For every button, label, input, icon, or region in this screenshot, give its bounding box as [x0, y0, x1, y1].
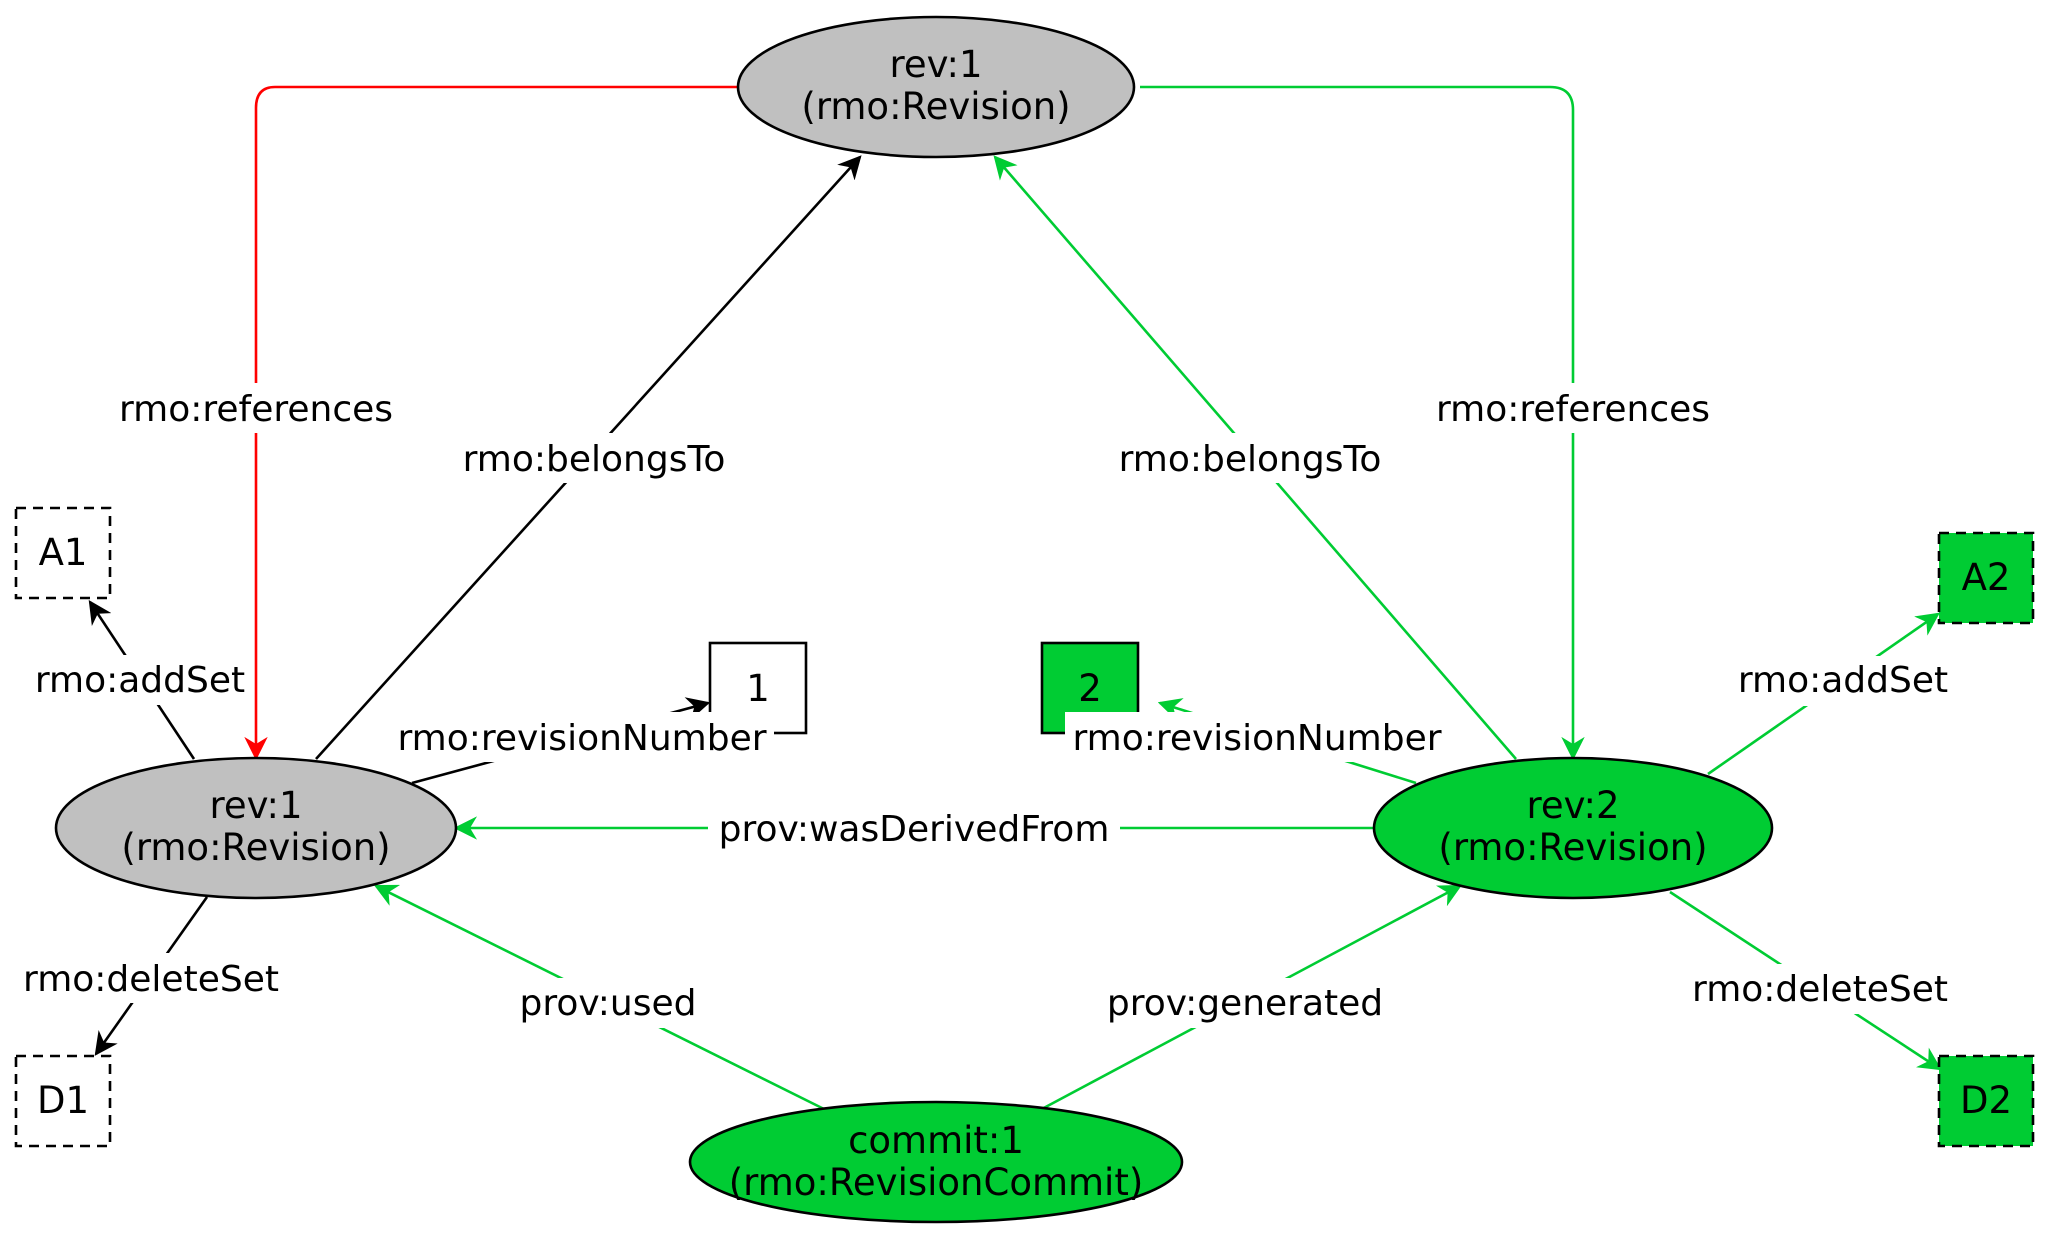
- edge-addset-left: rmo:addSet: [30, 600, 250, 760]
- edge-label-deleteset-right: rmo:deleteSet: [1692, 969, 1948, 1010]
- edge-label-generated: prov:generated: [1107, 983, 1383, 1024]
- edge-label-used: prov:used: [520, 983, 697, 1024]
- node-d2: D2: [1937, 1054, 2035, 1148]
- node-d1: D1: [14, 1054, 112, 1148]
- node-rev1-top-type: (rmo:Revision): [801, 85, 1070, 128]
- node-commit1: commit:1 (rmo:RevisionCommit): [688, 1100, 1184, 1224]
- node-rev1-top-id: rev:1: [889, 43, 982, 86]
- node-literal-2-label: 2: [1078, 667, 1102, 710]
- edge-generated: prov:generated: [1039, 884, 1463, 1112]
- edge-label-addset-right: rmo:addSet: [1738, 660, 1948, 701]
- edge-derived: prov:wasDerivedFrom: [453, 803, 1374, 853]
- edge-label-derived: prov:wasDerivedFrom: [719, 809, 1110, 850]
- edge-label-belongsto-left: rmo:belongsTo: [463, 439, 726, 480]
- node-literal-1-label: 1: [746, 667, 770, 710]
- edge-label-deleteset-left: rmo:deleteSet: [23, 959, 279, 1000]
- node-rev2-type: (rmo:Revision): [1438, 826, 1707, 869]
- edge-label-revnum-left-top: rmo:revisionNumber: [397, 718, 766, 759]
- node-rev1-left-type: (rmo:Revision): [121, 826, 390, 869]
- edge-label-belongsto-right: rmo:belongsTo: [1119, 439, 1382, 480]
- node-rev1-left: rev:1 (rmo:Revision): [54, 756, 458, 900]
- edge-addset-right: rmo:addSet: [1707, 612, 1958, 776]
- node-a1-label: A1: [39, 531, 88, 574]
- edge-label-revnum-right-top: rmo:revisionNumber: [1072, 718, 1441, 759]
- edge-references-right: rmo:references: [1140, 85, 1717, 761]
- node-d2-label: D2: [1960, 1079, 2012, 1122]
- edge-used: prov:used: [373, 884, 827, 1112]
- node-rev1-top: rev:1 (rmo:Revision): [736, 15, 1136, 159]
- node-a2-label: A2: [1962, 556, 2011, 599]
- node-commit1-type: (rmo:RevisionCommit): [729, 1161, 1144, 1204]
- edge-references-left: rmo:references: [112, 85, 740, 761]
- edge-label-references-right: rmo:references: [1436, 389, 1710, 430]
- node-rev1-left-id: rev:1: [209, 784, 302, 827]
- edge-label-addset-left: rmo:addSet: [35, 660, 245, 701]
- node-rev2-id: rev:2: [1526, 784, 1619, 827]
- node-d1-label: D1: [37, 1079, 89, 1122]
- edge-deleteset-left: rmo:deleteSet: [16, 896, 286, 1056]
- node-a2: A2: [1937, 531, 2035, 625]
- node-rev2: rev:2 (rmo:Revision): [1372, 756, 1774, 900]
- edge-deleteset-right: rmo:deleteSet: [1669, 890, 1956, 1071]
- node-a1: A1: [14, 506, 112, 600]
- edge-label-references-left: rmo:references: [119, 389, 393, 430]
- edge-belongsto-right: rmo:belongsTo: [993, 155, 1517, 760]
- edge-belongsto-left: rmo:belongsTo: [315, 155, 862, 760]
- node-commit1-id: commit:1: [848, 1119, 1024, 1162]
